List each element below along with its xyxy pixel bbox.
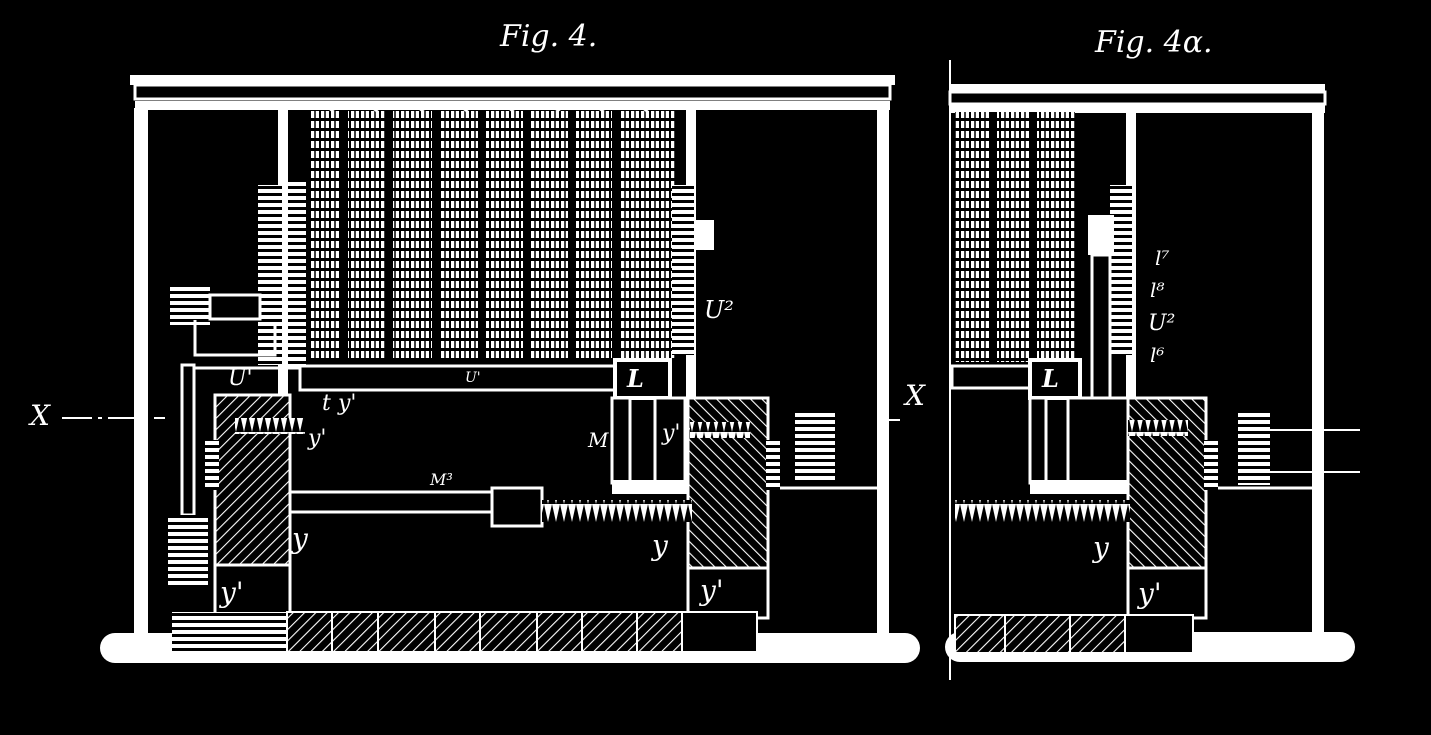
fig4-screw-top-right — [690, 422, 750, 438]
fig4-label-x: X — [28, 399, 51, 432]
fig4-frame-m-bottom — [612, 480, 688, 494]
fig4-wheel-gap — [340, 110, 348, 360]
fig4-wheel-gap — [432, 110, 440, 360]
fig4-block-l — [613, 358, 672, 400]
figure-4a: Fig. 4α. — [880, 25, 1360, 680]
fig4-wheel-gap — [385, 110, 393, 360]
fig4-left-wall — [134, 108, 148, 658]
fig4-wheel-pointer — [588, 102, 616, 112]
fig4-right-hub — [795, 410, 835, 480]
fig4-base-tile — [172, 612, 287, 652]
fig4-pillar-left-foot — [213, 563, 292, 617]
fig4-label-u1: U' — [228, 366, 253, 391]
fig4-wheel-pointer — [544, 102, 572, 112]
fig4-wheel-pointer — [408, 102, 436, 112]
fig4-crank-link — [193, 320, 277, 357]
fig4-pillar-right-foot — [686, 566, 770, 620]
fig4-title: Fig. 4. — [499, 19, 597, 54]
fig4-crank-hub — [170, 285, 210, 325]
fig4a-gear-nut — [1088, 215, 1114, 255]
fig4a-label-y: y — [1091, 531, 1110, 564]
fig4a-label-x: X — [903, 379, 926, 412]
fig4-screw-top-left — [235, 418, 305, 434]
fig4a-vertical-rod — [1090, 253, 1112, 402]
fig4-gear-right-nut — [694, 220, 714, 250]
fig4-label-y-right: y — [650, 529, 669, 562]
fig4-label-y1-bottom-right: y' — [698, 574, 724, 607]
fig4-label-y1-top-b: y' — [307, 426, 326, 451]
fig4a-frame-bottom — [1030, 480, 1130, 494]
fig4-top-plate-lower — [133, 83, 892, 101]
fig4a-base-tile — [1124, 614, 1194, 654]
fig4-gear-right — [672, 185, 694, 355]
fig4-wheel-gap — [568, 110, 576, 360]
fig4-label-t: t — [322, 391, 331, 416]
fig4-label-u2: U² — [704, 296, 734, 324]
fig4a-frame-left — [1028, 396, 1048, 485]
fig4-right-wall — [877, 108, 889, 658]
fig4-lead-screw — [542, 500, 692, 522]
fig4-number-wheels — [310, 102, 675, 360]
fig4-shaft-u1 — [298, 364, 622, 392]
fig4a-right-wall — [1312, 108, 1324, 653]
fig4a-screw-top — [1128, 420, 1188, 436]
fig4-pillar-right-ribs — [766, 440, 780, 490]
fig4-gear-left-inner — [288, 180, 306, 370]
fig4-connecting-rod — [180, 363, 196, 517]
fig4-top-plate — [130, 75, 895, 85]
fig4-wheel-pointer — [498, 102, 526, 112]
fig4a-right-hub — [1238, 410, 1270, 485]
fig4a-block-l — [1028, 358, 1082, 400]
fig4a-lead-screw — [955, 500, 1130, 522]
fig4-label-u1-shaft: U' — [465, 370, 481, 386]
fig4-label-m3: M³ — [429, 470, 453, 489]
fig4a-label-y1: y' — [1136, 577, 1162, 610]
fig4a-wheel-gap — [1030, 112, 1037, 362]
fig4-inner-post-left — [278, 108, 288, 398]
fig4a-label-l6: l⁶ — [1150, 343, 1164, 367]
fig4-label-l: L — [626, 364, 644, 393]
fig4-pillar-left-ribs — [205, 440, 219, 490]
fig4-label-y-left: y — [290, 522, 309, 555]
fig4a-top-bar — [950, 104, 1325, 113]
fig4a-base-tiles — [954, 614, 1126, 654]
fig4-label-y1-top: y' — [337, 391, 356, 416]
fig4a-shaft — [950, 364, 1034, 390]
fig4a-frame-right — [1066, 396, 1130, 490]
fig4a-top-plate — [950, 84, 1325, 92]
fig4-base-tiles — [172, 611, 758, 653]
fig4a-pillar-ribs — [1204, 440, 1218, 490]
fig4a-wheel-gap — [990, 112, 997, 362]
fig4-wheel-stack — [310, 110, 675, 360]
fig4-frame-m-left — [610, 396, 632, 485]
fig4-shaft-coupling — [490, 486, 544, 528]
figure-4: Fig. 4. — [28, 19, 920, 663]
fig4-wheel-pointer — [632, 102, 660, 112]
fig4-wheel-gap — [612, 110, 620, 360]
fig4-label-y1-bottom-left: y' — [218, 576, 244, 609]
fig4a-label-l: L — [1041, 364, 1059, 393]
fig4-base-tile — [681, 611, 758, 653]
fig4a-gear — [1110, 185, 1132, 355]
fig4-rod-bottom-gear — [168, 515, 208, 585]
fig4-label-m: M — [587, 428, 609, 452]
fig4-wheel-gap — [478, 110, 486, 360]
fig4a-top-plate-lower — [948, 90, 1327, 106]
fig4-wheel-pointer — [318, 102, 346, 112]
fig4a-title: Fig. 4α. — [1094, 25, 1213, 60]
fig4-wheel-pointer — [452, 102, 480, 112]
fig4-base-tile — [286, 611, 683, 653]
fig4-wheel-pointer — [362, 102, 390, 112]
fig4-wheel-gap — [523, 110, 531, 360]
fig4-gear-left — [258, 185, 282, 365]
fig4a-label-l7: l⁷ — [1155, 246, 1169, 270]
fig4a-wheel-stack — [955, 112, 1075, 362]
fig4-crank-shaft — [208, 293, 262, 321]
fig4a-label-u2: U² — [1148, 311, 1175, 336]
fig4-shaft-m3 — [288, 490, 502, 514]
fig4a-label-l8: l⁸ — [1150, 278, 1164, 302]
fig4-label-y1-top-right: y' — [661, 421, 680, 446]
